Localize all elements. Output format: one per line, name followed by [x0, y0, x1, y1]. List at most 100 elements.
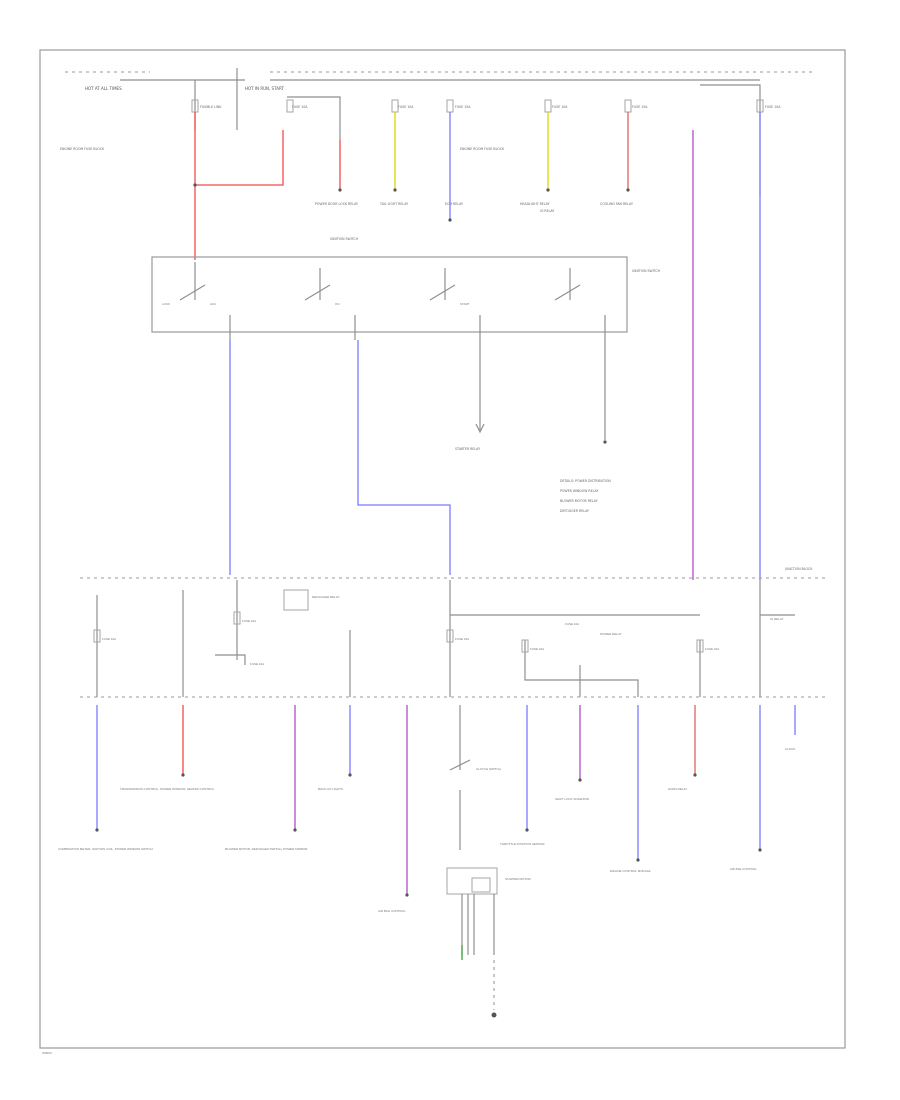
label-fuse3: FUSE 10A: [398, 105, 414, 109]
arrow-start: [475, 423, 485, 434]
terminal-dot: [626, 188, 630, 192]
terminal-dot: [578, 778, 582, 782]
label-dest-acc: DETAILS: POWER DISTRIBUTION: [560, 479, 611, 483]
label-dest-right3: DEFOGGER RELAY: [560, 509, 589, 513]
label-engine-room-block-left: ENGINE ROOM FUSE BLOCK: [60, 147, 105, 151]
label-b12: STARTER MOTOR: [505, 877, 532, 881]
label-fuse4: FUSE 15A: [455, 105, 471, 109]
ignition-internal-feeds: [194, 262, 571, 300]
ignition-contacts: [179, 284, 581, 301]
bus-feed-left: [120, 68, 245, 130]
ignition-switch-box: [151, 256, 628, 333]
label-starter-relay: STARTER RELAY: [455, 447, 480, 451]
label-b7: THROTTLE POSITION SENSOR: [500, 842, 545, 846]
diagram-frame: [39, 49, 846, 1049]
label-b5: AIR BAG CONTROL: [378, 909, 406, 913]
label-relay: DEFOGGER RELAY: [312, 595, 340, 599]
label-dest5: IG RELAY: [540, 209, 554, 213]
bus-feed-right: [700, 84, 761, 195]
terminal-dot: [758, 848, 762, 852]
label-ign-on: ON: [335, 302, 340, 306]
junction-feed-right: [759, 580, 795, 697]
terminal-dot: [603, 440, 607, 444]
fuse-top-2: [286, 99, 294, 113]
terminal-dot: [348, 773, 352, 777]
terminal-dot: [95, 828, 99, 832]
terminal-dot: [181, 773, 185, 777]
terminal-dot: [293, 828, 297, 832]
terminal-dot: [546, 188, 550, 192]
fuse-jb-e: [696, 639, 704, 653]
label-b8: SHIFT LOCK SOLENOID: [555, 797, 590, 801]
label-fuse6: FUSE 15A: [632, 105, 648, 109]
label-ignition-title: IGNITION SWITCH: [330, 237, 359, 241]
label-dest6: COOLING FAN RELAY: [600, 202, 633, 206]
label-fuse-c: FUSE 15A: [455, 637, 469, 641]
label-fuse-b: FUSE 10A: [242, 619, 256, 623]
label-fuse-a: FUSE 10A: [102, 637, 116, 641]
label-fuse5: FUSE 10A: [552, 105, 568, 109]
label-b11: CLOCK: [785, 747, 795, 751]
fuse2-link: [287, 96, 341, 140]
fuse-jb-d: [521, 639, 529, 653]
label-fuse1: FUSIBLE LINK: [200, 105, 222, 109]
label-b6: CLUTCH SWITCH: [476, 767, 501, 771]
label-engine-room-block-center: ENGINE ROOM FUSE BLOCK: [460, 147, 505, 151]
terminal-dot: [693, 773, 697, 777]
label-ign-start: START: [460, 302, 470, 306]
label-dest2: TAIL LIGHT RELAY: [379, 202, 408, 206]
starter-solenoid: [471, 877, 491, 893]
label-fuse2: FUSE 10A: [292, 105, 308, 109]
fuse-jb-b: [233, 611, 241, 625]
fuse-top-5: [544, 99, 552, 113]
label-b13: CRUISE CONTROL: [730, 867, 757, 871]
label-b3: BLOWER MOTOR, DEFOGGER SWITCH, POWER MIR…: [225, 847, 308, 851]
label-b4: BACK-UP LIGHTS: [318, 787, 343, 791]
label-ign-relay: IG RELAY: [770, 617, 784, 621]
label-fuse-f: FUSE 10A: [250, 662, 264, 666]
terminal-dot: [525, 828, 529, 832]
label-dest-right2: BLOWER MOTOR RELAY: [560, 499, 598, 503]
label-fuse-d: FUSE 10A: [530, 647, 544, 651]
label-dest1: POWER DOOR LOCK RELAY: [315, 202, 358, 206]
fuse-top-6: [624, 99, 632, 113]
junction-feed: [449, 580, 700, 697]
wire-out-clutch: [449, 705, 471, 850]
label-junction-block: JUNCTION BLOCK: [784, 567, 813, 571]
terminal-dot: [393, 188, 397, 192]
terminal-dot: [405, 893, 409, 897]
terminal-dot: [338, 188, 342, 192]
label-bus-left: HOT AT ALL TIMES: [85, 86, 122, 91]
terminal-dot: [448, 218, 452, 222]
wire-red-branch: [195, 130, 284, 186]
label-b9: HORN RELAY: [668, 787, 687, 791]
jb-wire-relay: [524, 640, 639, 697]
ignition-outputs: [229, 315, 606, 340]
label-bus-center: HOT IN RUN, START: [245, 86, 284, 91]
label-fuse-g: FUSE 10A: [565, 622, 579, 626]
wire-blue-ign-on: [357, 340, 451, 575]
ground-icon: [491, 1012, 497, 1018]
terminal-dot: [636, 858, 640, 862]
label-b10: ENGINE CONTROL MODULE: [610, 869, 651, 873]
label-ign-acc: ACC: [210, 302, 217, 306]
fuse-jb-c: [446, 629, 454, 643]
label-b2: TRANSMISSION CONTROL, POWER WINDOW, HEAT…: [120, 787, 215, 791]
label-fuse-e: FUSE 10A: [705, 647, 719, 651]
starter-relay-link: [215, 654, 246, 665]
splice-dot: [193, 183, 197, 187]
label-dest4: HEADLIGHT RELAY: [520, 202, 550, 206]
label-ign-lock: LOCK: [162, 302, 170, 306]
fuse-top-4: [446, 99, 454, 113]
label-dest3: ECM RELAY: [445, 202, 463, 206]
starter-motor-box: [446, 867, 498, 895]
starter-wires: [461, 894, 495, 955]
label-fuse7: FUSE 10A: [765, 105, 781, 109]
label-ignition-box: IGNITION SWITCH: [632, 269, 661, 273]
label-relay2: POWER RELAY: [600, 632, 622, 636]
footer-code: W0000: [42, 1051, 52, 1055]
defogger-relay-box: [283, 589, 309, 611]
label-b1: COMBINATION METER, IGNITION COIL, POWER …: [58, 847, 153, 851]
